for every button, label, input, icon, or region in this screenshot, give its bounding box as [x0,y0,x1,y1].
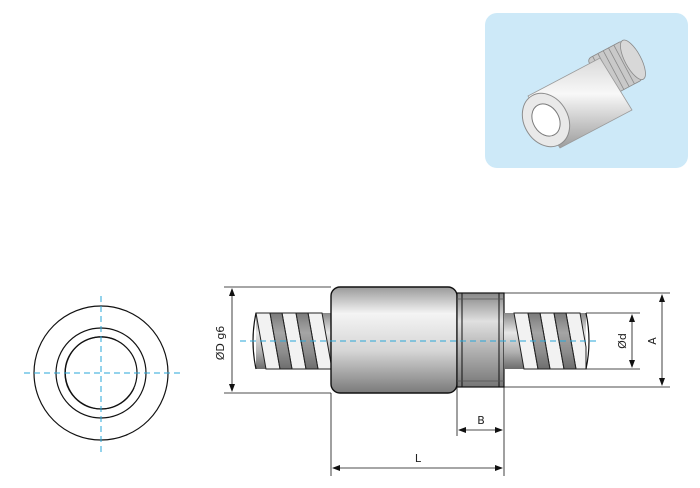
dim-height: A [504,292,670,388]
dim-total-length: L [330,393,503,476]
label-thread-length: B [477,414,485,427]
end-view [24,296,180,452]
nut-body [330,286,458,394]
label-height: A [646,337,659,345]
label-total-length: L [415,452,422,465]
nut-3d-render-icon [521,39,646,149]
side-view [240,286,596,394]
screw-right [504,312,590,370]
dim-thread-length: B [456,387,505,476]
nut-thread-section [456,292,505,388]
end-view-thread-arc [64,336,135,410]
preview-panel [485,13,688,168]
dim-inner-diameter: Ød [586,312,640,370]
label-inner-diameter: Ød [616,333,629,349]
dimensions: ØD g6 Ød A B [214,286,670,476]
label-outer-diameter: ØD g6 [214,326,227,361]
dim-outer-diameter: ØD g6 [214,286,331,394]
